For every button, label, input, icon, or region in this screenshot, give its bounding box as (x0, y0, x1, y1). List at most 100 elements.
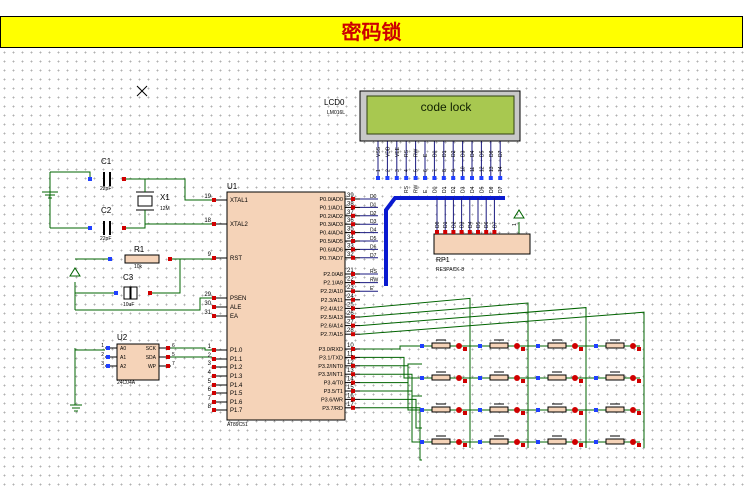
keypad-aux-wire (360, 390, 422, 397)
lcd-pin-name: VEE (395, 146, 401, 157)
keypad-button[interactable] (489, 342, 509, 349)
mcu-pin-name: P0.0/AD0 (319, 197, 343, 203)
lcd-pin-name: VSS (376, 146, 382, 157)
pin-marker (351, 332, 355, 337)
pin-marker (212, 256, 216, 260)
mcu-pin-number: 26 (347, 311, 354, 317)
p0-bus-label: D2 (370, 211, 377, 217)
lcd-pin-number: 6 (423, 169, 429, 172)
keypad-button[interactable] (431, 342, 451, 349)
keypad-button[interactable] (431, 374, 451, 381)
u2-pin-name: A0 (120, 346, 126, 352)
u2-pin-number: 6 (172, 343, 175, 349)
keypad-button[interactable] (605, 406, 625, 413)
u2-body[interactable] (116, 343, 160, 381)
mcu-pin-name: P3.0/RXD (319, 347, 343, 353)
keypad-button[interactable] (431, 438, 451, 445)
r1-body[interactable] (124, 254, 160, 264)
keypad-button[interactable] (547, 374, 567, 381)
lcd-model: LM016L (327, 110, 345, 116)
crystal-body[interactable] (137, 195, 153, 207)
keypad-button-dot (630, 407, 636, 413)
mcu-pin-number: 19 (204, 194, 211, 200)
u2-pin-number: 3 (101, 361, 104, 367)
x1-value: 12M (160, 206, 170, 212)
pin-marker (521, 443, 525, 447)
mcu-pin-name: P3.2/INT0 (318, 364, 343, 370)
c2-value: 22pF (100, 236, 111, 242)
mcu-pin-name: P1.6 (230, 400, 243, 406)
pin-marker (451, 230, 456, 234)
r1-ref: R1 (134, 245, 145, 254)
keypad-button[interactable] (489, 374, 509, 381)
keypad-button[interactable] (489, 406, 509, 413)
data-bus (384, 196, 505, 286)
pin-marker (351, 247, 355, 252)
pin-marker (579, 379, 583, 383)
pin-marker (88, 177, 92, 181)
mcu-pin-number: 38 (347, 201, 354, 207)
keypad-button[interactable] (547, 406, 567, 413)
pin-marker (122, 226, 126, 230)
u2-pin-number: 7 (172, 361, 175, 367)
pin-marker (351, 347, 355, 351)
keypad-button[interactable] (547, 438, 567, 445)
u2-pin-number: 1 (101, 343, 104, 349)
lcd-pin-name: RW (414, 148, 420, 157)
mcu-pin-number: 18 (204, 218, 211, 224)
keypad-col-wire (359, 297, 471, 448)
pin-marker (168, 257, 172, 261)
keypad-button[interactable] (547, 342, 567, 349)
keypad-button[interactable] (605, 374, 625, 381)
rp1-pin-label: D3 (460, 221, 466, 228)
rp1-body[interactable] (433, 233, 531, 255)
c2-ref: C2 (101, 206, 112, 215)
keypad-col-wire (359, 302, 529, 448)
pin-marker (351, 289, 355, 294)
pin-marker (536, 408, 540, 412)
keypad-button[interactable] (605, 438, 625, 445)
pin-marker (420, 440, 424, 444)
pin-marker (351, 255, 355, 260)
pin-marker (478, 376, 482, 380)
mcu-body[interactable] (226, 191, 346, 421)
lcd-pin-number: 3 (395, 169, 401, 172)
schematic-canvas[interactable]: code lockLCD0LM016LVSS1VDD2VEE3RS4RW5E6D… (0, 48, 745, 487)
lcd-bus-label: RW (414, 184, 420, 193)
pin-marker (579, 347, 583, 351)
title-bar: 密码锁 (0, 16, 743, 48)
mcu-pin-number: 9 (208, 252, 212, 258)
mcu-pin-number: 34 (347, 235, 354, 241)
p0-bus-label: D1 (370, 202, 377, 208)
vcc-icon (69, 267, 81, 277)
mcu-pin-number: 37 (347, 210, 354, 216)
pin-marker (637, 379, 641, 383)
mcu-pin-name: P2.6/A14 (320, 324, 343, 330)
p2-bus-label: RW (370, 278, 379, 284)
mcu-pin-number: 6 (208, 387, 212, 393)
keypad-button[interactable] (605, 342, 625, 349)
lcd-bus-label: D0 (432, 186, 438, 193)
c3-body[interactable] (123, 286, 131, 300)
rp1-pin-label: D5 (476, 221, 482, 228)
mcu-pin-name: XTAL1 (230, 198, 249, 204)
c3-body[interactable] (130, 286, 138, 300)
lcd-pin-name: E (423, 153, 429, 157)
pin-marker (536, 344, 540, 348)
pin-marker (212, 408, 216, 412)
pin-marker (351, 397, 355, 402)
keypad-button[interactable] (489, 438, 509, 445)
lcd-pin-name: D1 (442, 150, 448, 157)
mcu-pin-name: P3.4/T0 (324, 381, 343, 387)
lcd-pin-number: 4 (404, 169, 410, 172)
keypad-button[interactable] (431, 406, 451, 413)
pin-marker (498, 176, 503, 180)
rp1-pin-label: D2 (451, 221, 457, 228)
mcu-pin-number: 16 (347, 393, 354, 399)
lcd-screen (366, 95, 515, 135)
lcd-bus-label: D7 (498, 186, 504, 193)
mcu-pin-name: P3.1/TXD (319, 355, 343, 361)
mcu-pin-number: 14 (347, 377, 354, 383)
lcd-pin-name: D4 (470, 150, 476, 157)
